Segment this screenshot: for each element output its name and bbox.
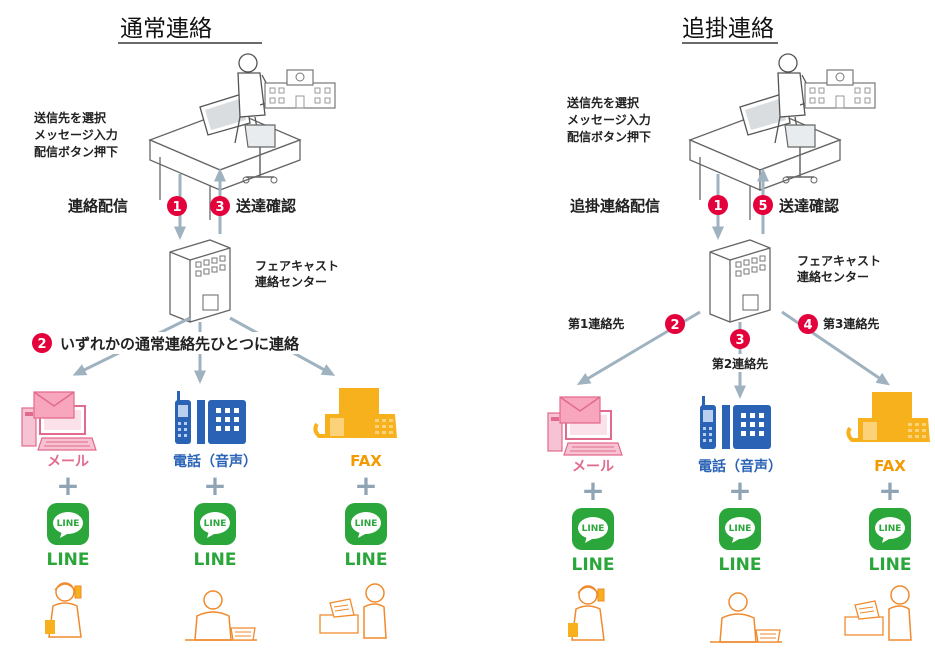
step-badge-3 bbox=[730, 329, 750, 349]
instruction-1: 送信先を選択 bbox=[566, 95, 640, 110]
line-label: LINE bbox=[47, 550, 90, 570]
step-contact-label: いずれかの通常連絡先ひとつに連絡 bbox=[60, 335, 300, 353]
step-send-label: 追掛連絡配信 bbox=[570, 197, 660, 215]
center-label-2: 連絡センター bbox=[255, 274, 327, 289]
instruction-3: 配信ボタン押下 bbox=[34, 144, 118, 159]
right-title: 追掛連絡 bbox=[682, 16, 774, 42]
step-badge-5 bbox=[753, 195, 773, 215]
step-badge-2 bbox=[665, 314, 685, 334]
contact-3-label: 第3連絡先 bbox=[823, 316, 879, 331]
step-badge-1 bbox=[167, 196, 187, 216]
right-panel: 追掛連絡 送信先を選択 メッセージ入力 配信ボタン押下 追掛連絡配信 1 5 送… bbox=[547, 16, 932, 643]
left-title: 通常連絡 bbox=[120, 16, 212, 42]
fax-icon bbox=[846, 390, 932, 444]
step-badge-3-num: 3 bbox=[215, 200, 224, 215]
device-tel-label: 電話（音声） bbox=[173, 453, 257, 470]
step-badge-1 bbox=[708, 195, 728, 215]
step-badge-3 bbox=[210, 196, 230, 216]
plus-sign: + bbox=[728, 474, 751, 507]
plus-sign: + bbox=[203, 469, 226, 502]
step-confirm-label: 送達確認 bbox=[235, 197, 296, 215]
instruction-2: メッセージ入力 bbox=[567, 112, 651, 127]
center-building-icon bbox=[169, 239, 231, 323]
school-icon bbox=[804, 69, 876, 109]
instruction-3: 配信ボタン押下 bbox=[567, 129, 651, 144]
office-desk-icon bbox=[689, 53, 841, 221]
contact-2-label: 第2連絡先 bbox=[712, 356, 768, 371]
line-icon-text: LINE bbox=[729, 524, 752, 534]
line-icon-text: LINE bbox=[879, 524, 902, 534]
mail-pc-icon bbox=[21, 391, 97, 451]
left-panel: 通常連絡 送信先を選択 メッセージ入力 配信ボタン押下 連絡配信 1 3 送達確… bbox=[21, 16, 399, 641]
office-desk-icon bbox=[149, 53, 301, 221]
contact-label-bg bbox=[58, 332, 370, 354]
phone-icon bbox=[700, 396, 771, 449]
school-icon bbox=[264, 69, 336, 109]
fax-icon bbox=[313, 386, 399, 440]
phone-icon bbox=[175, 391, 246, 444]
step-badge-2-num: 2 bbox=[670, 318, 679, 333]
step-badge-1-num: 1 bbox=[172, 200, 181, 215]
step-badge-2-num: 2 bbox=[37, 337, 46, 352]
center-label-1: フェアキャスト bbox=[255, 259, 339, 273]
plus-sign: + bbox=[581, 474, 604, 507]
device-fax-label: FAX bbox=[350, 452, 382, 470]
person-fax-icon bbox=[844, 585, 912, 641]
device-mail-label: メール bbox=[572, 459, 614, 475]
line-icon-text: LINE bbox=[57, 519, 80, 529]
contact-1-label: 第1連絡先 bbox=[568, 316, 624, 331]
person-desk-icon bbox=[709, 592, 783, 643]
line-label: LINE bbox=[869, 555, 912, 575]
line-label: LINE bbox=[345, 550, 388, 570]
instruction-2: メッセージ入力 bbox=[34, 127, 118, 142]
line-icon-text: LINE bbox=[582, 524, 605, 534]
plus-sign: + bbox=[56, 469, 79, 502]
plus-sign: + bbox=[354, 469, 377, 502]
device-fax-label: FAX bbox=[874, 457, 906, 475]
step-badge-3-num: 3 bbox=[735, 333, 744, 348]
step-badge-1-num: 1 bbox=[713, 199, 722, 214]
line-label: LINE bbox=[572, 555, 615, 575]
person-phone-icon bbox=[567, 585, 605, 641]
center-building-icon bbox=[709, 239, 771, 323]
step-send-label: 連絡配信 bbox=[68, 197, 128, 215]
plus-sign: + bbox=[878, 474, 901, 507]
instruction-1: 送信先を選択 bbox=[33, 110, 107, 125]
person-desk-icon bbox=[184, 590, 258, 641]
step-badge-5-num: 5 bbox=[758, 199, 767, 214]
person-fax-icon bbox=[319, 583, 387, 639]
line-icon-text: LINE bbox=[204, 519, 227, 529]
step-badge-2 bbox=[32, 333, 52, 353]
contact-2-label-bg bbox=[694, 354, 786, 372]
line-label: LINE bbox=[719, 555, 762, 575]
line-label: LINE bbox=[194, 550, 237, 570]
center-label-2: 連絡センター bbox=[797, 269, 869, 284]
device-tel-label: 電話（音声） bbox=[698, 458, 782, 475]
step-confirm-label: 送達確認 bbox=[778, 197, 839, 215]
person-phone-icon bbox=[44, 582, 82, 638]
mail-pc-icon bbox=[547, 396, 623, 456]
step-badge-4 bbox=[798, 314, 818, 334]
step-badge-4-num: 4 bbox=[803, 318, 812, 333]
device-mail-label: メール bbox=[47, 454, 89, 470]
line-icon-text: LINE bbox=[355, 519, 378, 529]
center-label-1: フェアキャスト bbox=[797, 254, 881, 268]
